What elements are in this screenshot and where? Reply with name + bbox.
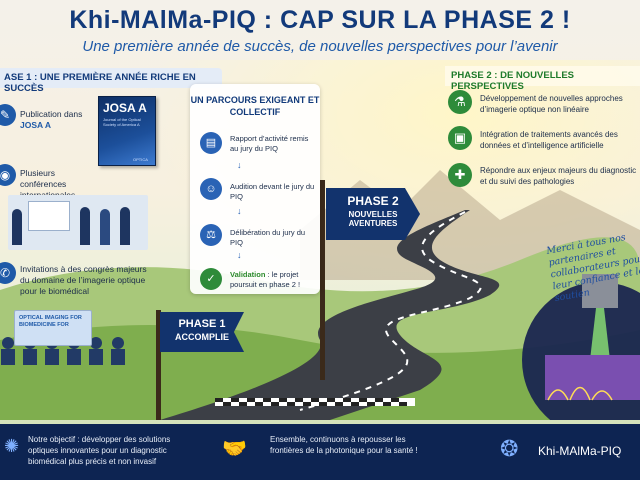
process-step-validation: Validation : le projet poursuit en phase… (230, 270, 316, 289)
phase2-sign: PHASE 2 NOUVELLES AVENTURES (326, 188, 420, 240)
process-step-deliberation: Délibération du jury du PIQ (230, 228, 306, 247)
arrow-down-icon: ↓ (237, 250, 242, 260)
phase1-sign-line1: PHASE 1 (178, 318, 226, 330)
phase2-item-imaging: Développement de nouvelles approches d’i… (480, 94, 623, 114)
sign-post-phase2 (320, 180, 325, 380)
process-card: UN PARCOURS EXIGEANT ET COLLECTIF ▤ Rapp… (190, 84, 320, 294)
audience-icon: ☺ (200, 178, 222, 200)
footer: ✺ Notre objectif : développer des soluti… (0, 424, 640, 480)
validation-text: : le projet poursuit en phase 2 ! (230, 270, 301, 289)
tissue-sample (545, 355, 640, 400)
journal-cover: JOSA A Journal of the Optical Society of… (98, 96, 156, 166)
phase2-sign-line1: PHASE 2 (347, 194, 399, 208)
phase2-item-diagnosis: Répondre aux enjeux majeurs du diagnosti… (480, 166, 637, 186)
scales-icon: ⚖ (200, 224, 222, 246)
validation-lead: Validation (230, 270, 266, 279)
landscape-illustration (0, 60, 640, 420)
road (160, 210, 500, 420)
sign-post-phase1 (156, 310, 161, 420)
journal-title: JOSA A (103, 101, 147, 115)
process-step-audition: Audition devant le jury du PIQ (230, 182, 315, 201)
phase1-item-text: Publication dans (20, 109, 83, 119)
microscope-icon: ⚗ (448, 90, 472, 114)
process-title: UN PARCOURS EXIGEANT ET COLLECTIF (190, 95, 320, 117)
conference-scene (8, 195, 148, 250)
phase1-item-publication: Publication dans JOSA A (20, 109, 98, 131)
page-title: Khi-MAlMa-PIQ : CAP SUR LA PHASE 2 ! (69, 6, 571, 34)
arrow-down-icon: ↓ (237, 206, 242, 216)
phase2-heading: PHASE 2 : DE NOUVELLES PERSPECTIVES (445, 66, 640, 92)
phase1-sign-line2: ACCOMPLIE (175, 332, 229, 342)
page-subtitle: Une première année de succès, de nouvell… (82, 38, 558, 55)
check-icon: ✓ (200, 268, 222, 290)
phase2-sign-line3: AVENTURES (348, 219, 398, 228)
invitation-icon: ✆ (0, 262, 16, 284)
logo-icon: ❂ (500, 436, 519, 461)
process-step-report: Rapport d’activité remis au jury du PIQ (230, 134, 309, 153)
phase2-sign-line2: NOUVELLES (348, 210, 398, 219)
phase1-item-highlight: JOSA A (20, 120, 52, 130)
phase2-item-ai: Intégration de traitements avancés des d… (480, 130, 618, 150)
laser-beam (590, 308, 610, 360)
spectrum-lines (547, 386, 613, 401)
presentation-screen: OPTICAL IMAGING FOR BIOMEDICINE FOR (14, 310, 92, 346)
journal-subtitle: Journal of the Optical Society of Americ… (103, 117, 141, 127)
microscope-objective (582, 274, 618, 308)
journal-badge: OPTICA (133, 157, 148, 162)
target-icon: ✺ (4, 436, 20, 456)
conference-icon: ◉ (0, 164, 16, 186)
footer-brand: Khi-MAlMa-PIQ (538, 444, 622, 458)
publication-icon: ✎ (0, 104, 16, 126)
screen-text: OPTICAL IMAGING FOR BIOMEDICINE FOR (19, 315, 82, 328)
footer-objective: Notre objectif : développer des solution… (28, 435, 171, 466)
footer-together: Ensemble, continuons à repousser les fro… (270, 435, 418, 455)
phase1-sign: PHASE 1 ACCOMPLIE (160, 312, 244, 352)
phase1-item-invitations: Invitations à des congrès majeurs du dom… (20, 264, 147, 296)
road-line (299, 211, 482, 411)
phase1-heading: ASE 1 : UNE PREMIÈRE ANNÉE RICHE EN SUCC… (0, 68, 222, 94)
ai-chip-icon: ▣ (448, 126, 472, 150)
medical-cross-icon: ✚ (448, 163, 472, 187)
arrow-down-icon: ↓ (237, 160, 242, 170)
report-icon: ▤ (200, 132, 222, 154)
handshake-icon: 🤝 (222, 438, 247, 460)
